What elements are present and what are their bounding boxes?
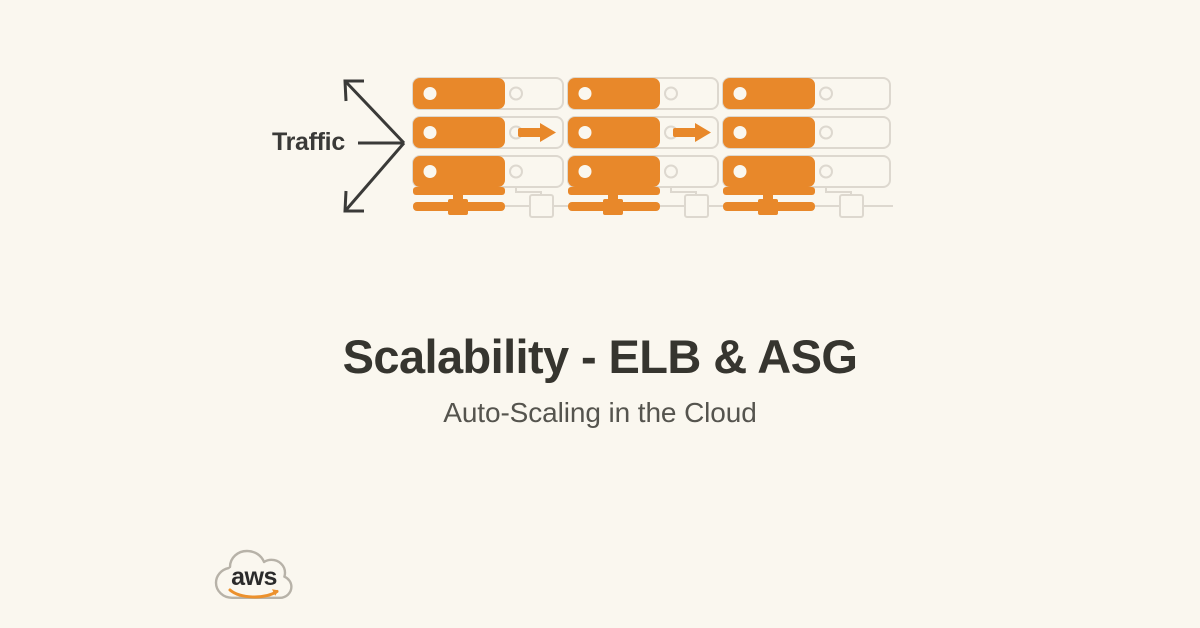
cloud-outline-icon (214, 549, 293, 599)
aws-smile-arrowhead-icon (272, 589, 279, 596)
diagram-svg (343, 77, 893, 218)
scaling-diagram: Traffic (0, 0, 1200, 300)
active-servers (413, 78, 815, 187)
aws-logo: aws (208, 545, 300, 607)
aws-cloud-logo-svg: aws (214, 549, 293, 599)
traffic-split-arrow (343, 79, 406, 213)
aws-smile-icon (228, 588, 279, 599)
ghost-bus-nodes (529, 194, 864, 218)
title-block: Scalability - ELB & ASG Auto-Scaling in … (0, 330, 1200, 430)
active-server-leds (423, 87, 747, 178)
scale-out-arrows (518, 123, 711, 142)
aws-wordmark: aws (231, 563, 277, 591)
traffic-label: Traffic (272, 128, 345, 156)
active-network-bus (413, 187, 815, 215)
page-title: Scalability - ELB & ASG (342, 330, 858, 383)
page-subtitle: Auto-Scaling in the Cloud (443, 397, 757, 429)
